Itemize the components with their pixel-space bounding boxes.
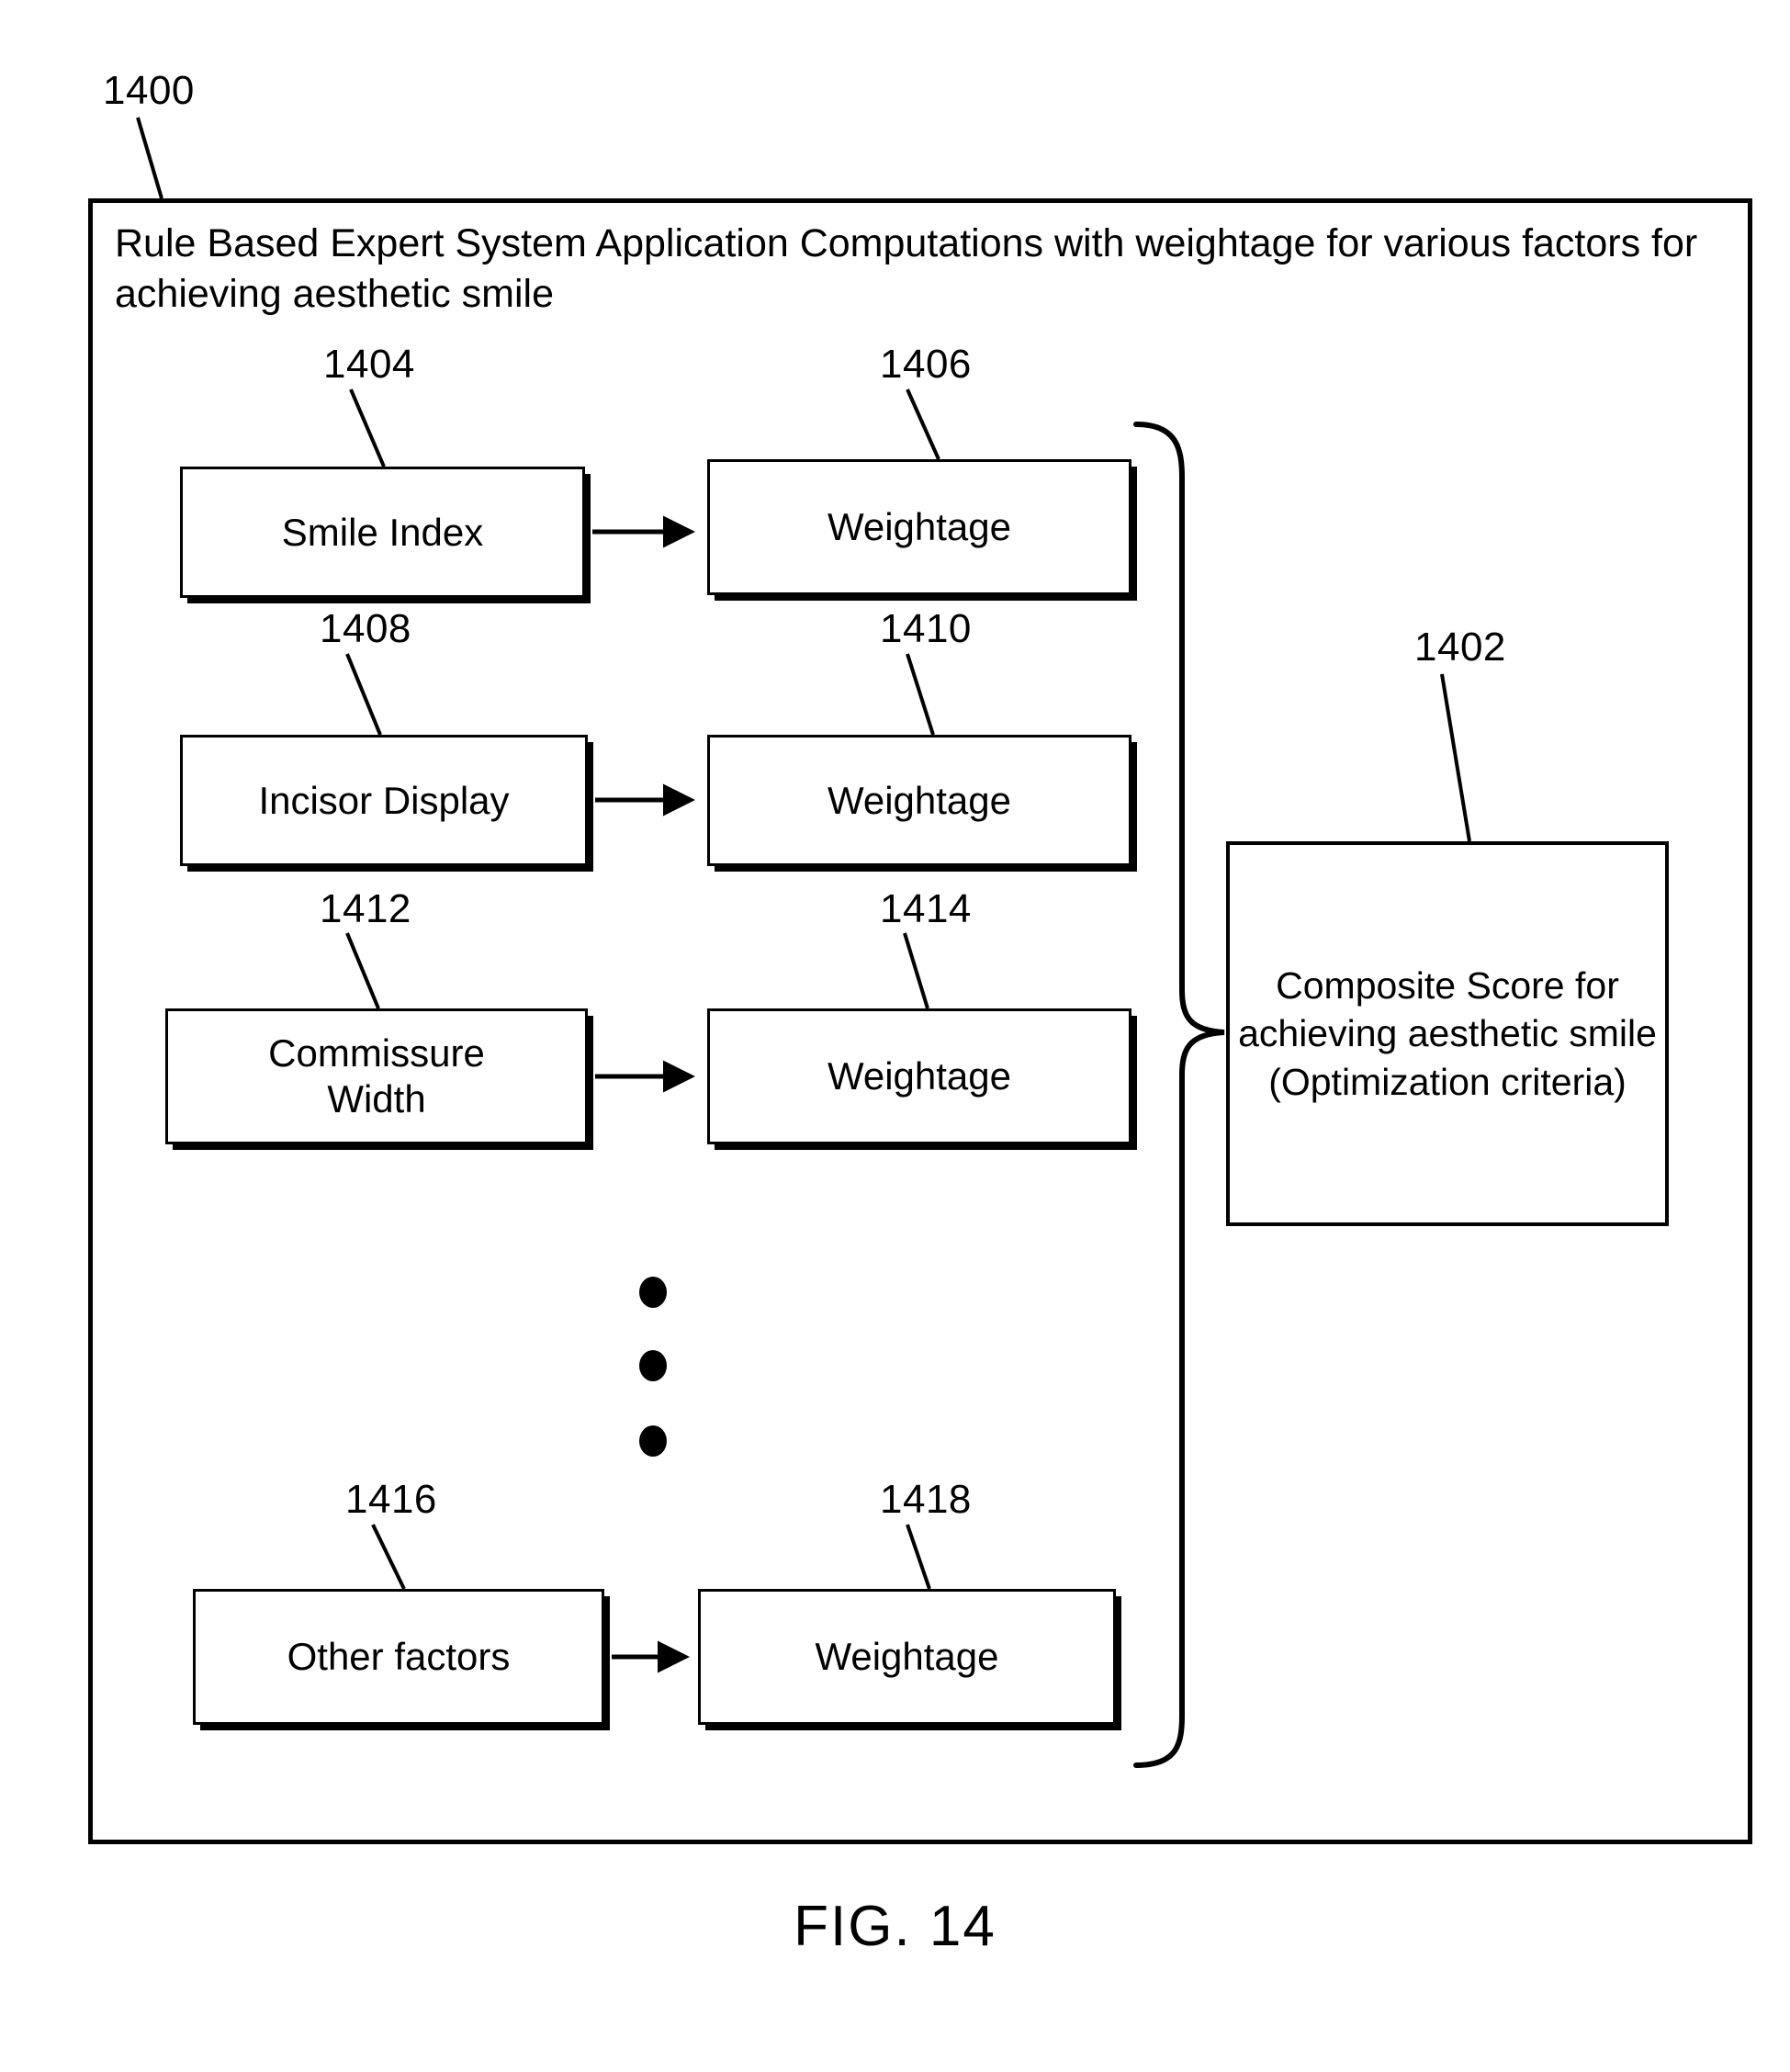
factor-box-incisor-display-label: Incisor Display [258,778,510,822]
weightage-box-1414-label: Weightage [827,1054,1012,1098]
factor-box-incisor-display[interactable]: Incisor Display [180,735,588,866]
weightage-box-1410-label: Weightage [827,778,1012,822]
factor-box-other-factors-label: Other factors [287,1635,511,1679]
vertical-ellipsis-dot-1 [639,1277,667,1308]
ref-label-1412: 1412 [320,886,411,931]
factor-box-commissure-width[interactable]: Commissure Width [165,1008,588,1144]
ref-label-1404: 1404 [323,342,415,387]
composite-score-box[interactable]: Composite Score for achieving aesthetic … [1226,841,1669,1226]
weightage-box-1418-label: Weightage [815,1635,999,1679]
factor-box-commissure-width-label: Commissure Width [268,1031,485,1120]
frame-title: Rule Based Expert System Application Com… [115,221,1698,317]
vertical-ellipsis-dot-2 [639,1350,667,1381]
composite-score-box-label: Composite Score for achieving aesthetic … [1238,963,1657,1103]
factor-box-smile-index[interactable]: Smile Index [180,467,585,598]
vertical-ellipsis-dot-3 [639,1425,667,1457]
weightage-box-1414[interactable]: Weightage [707,1008,1131,1144]
ref-label-1410: 1410 [880,606,972,651]
factor-box-smile-index-label: Smile Index [281,510,484,554]
weightage-box-1410[interactable]: Weightage [707,735,1131,866]
ref-label-1402: 1402 [1414,625,1506,670]
leader-line-1400 [136,117,163,199]
ref-label-1406: 1406 [880,342,972,387]
ref-label-1416: 1416 [345,1477,437,1522]
factor-box-other-factors[interactable]: Other factors [193,1589,604,1725]
ref-label-1418: 1418 [880,1477,972,1522]
ref-label-1400: 1400 [103,68,195,113]
weightage-box-1406-label: Weightage [827,505,1012,549]
ref-label-1414: 1414 [880,886,972,931]
ref-label-1408: 1408 [320,606,411,651]
weightage-box-1406[interactable]: Weightage [707,459,1131,595]
figure-caption: FIG. 14 [794,1895,996,1958]
weightage-box-1418[interactable]: Weightage [698,1589,1116,1725]
